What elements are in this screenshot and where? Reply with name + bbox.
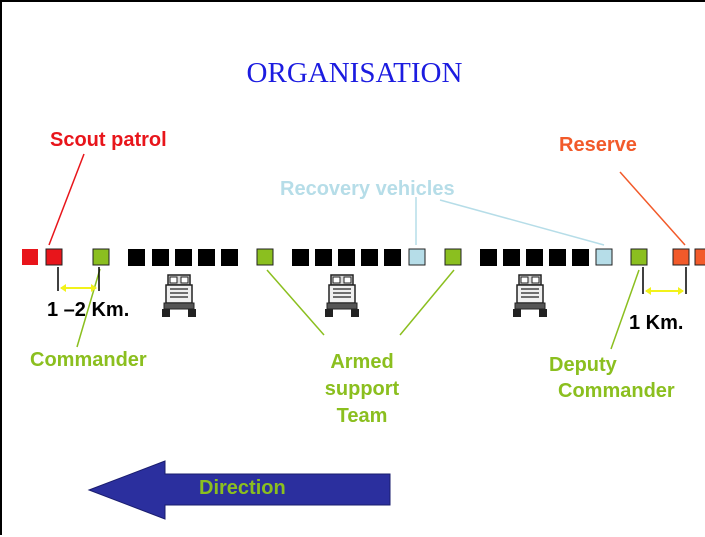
truck-block: [198, 249, 215, 266]
truck-block: [338, 249, 355, 266]
recovery-vehicle: [408, 248, 426, 266]
truck-block: [128, 249, 145, 266]
recovery-pointer-line: [439, 199, 605, 246]
truck-block: [175, 249, 192, 266]
armed-support-vehicle: [444, 248, 462, 266]
truck-block: [221, 249, 238, 266]
truck-block: [292, 249, 309, 266]
vehicle-column: [22, 248, 705, 266]
deputy-commander-vehicle: [630, 248, 648, 266]
recovery-vehicle: [595, 248, 613, 266]
armed-support-line: Team: [336, 405, 388, 427]
armed-support-line: Armed: [330, 351, 394, 373]
truck-block: [152, 249, 169, 266]
direction-label: Direction: [199, 477, 286, 499]
distance-marker-front: [57, 267, 100, 292]
reserve-pointer-line: [619, 171, 686, 246]
truck-icon: [324, 274, 360, 318]
truck-icon: [161, 274, 197, 318]
armed-support-vehicle: [256, 248, 274, 266]
armed-pointer-line: [399, 269, 455, 336]
truck-block: [549, 249, 566, 266]
commander-pointer-line: [76, 268, 101, 348]
reserve-vehicle: [672, 248, 690, 266]
reserve-vehicle: [694, 248, 705, 266]
truck-block: [384, 249, 401, 266]
deputy-line: Deputy: [549, 354, 617, 376]
distance-marker-rear: [642, 267, 687, 295]
reserve-label: Reserve: [559, 134, 637, 156]
armed-pointer-line: [266, 269, 325, 336]
truck-block: [503, 249, 520, 266]
scout-patrol-label: Scout patrol: [50, 129, 167, 151]
truck-block: [526, 249, 543, 266]
page-title: ORGANISATION: [246, 57, 463, 89]
direction-arrow: [87, 460, 391, 520]
commander-label: Commander: [30, 349, 147, 371]
distance-front-label: 1 –2 Km.: [47, 299, 130, 321]
deputy-pointer-line: [610, 269, 640, 350]
truck-icon: [512, 274, 548, 318]
scout-vehicle: [45, 248, 63, 266]
distance-rear-label: 1 Km.: [629, 312, 684, 334]
scout-vehicle: [22, 249, 38, 265]
commander-vehicle: [92, 248, 110, 266]
truck-block: [572, 249, 589, 266]
truck-block: [480, 249, 497, 266]
scout-pointer-line: [48, 153, 85, 246]
deputy-commander-label: Deputy Commander: [546, 352, 704, 404]
recovery-vehicles-label: Recovery vehicles: [280, 178, 455, 200]
armed-support-line: support: [324, 378, 400, 400]
truck-block: [315, 249, 332, 266]
armed-support-team-label: Armed support Team: [320, 349, 404, 430]
truck-block: [361, 249, 378, 266]
deputy-line: Commander: [558, 380, 675, 402]
